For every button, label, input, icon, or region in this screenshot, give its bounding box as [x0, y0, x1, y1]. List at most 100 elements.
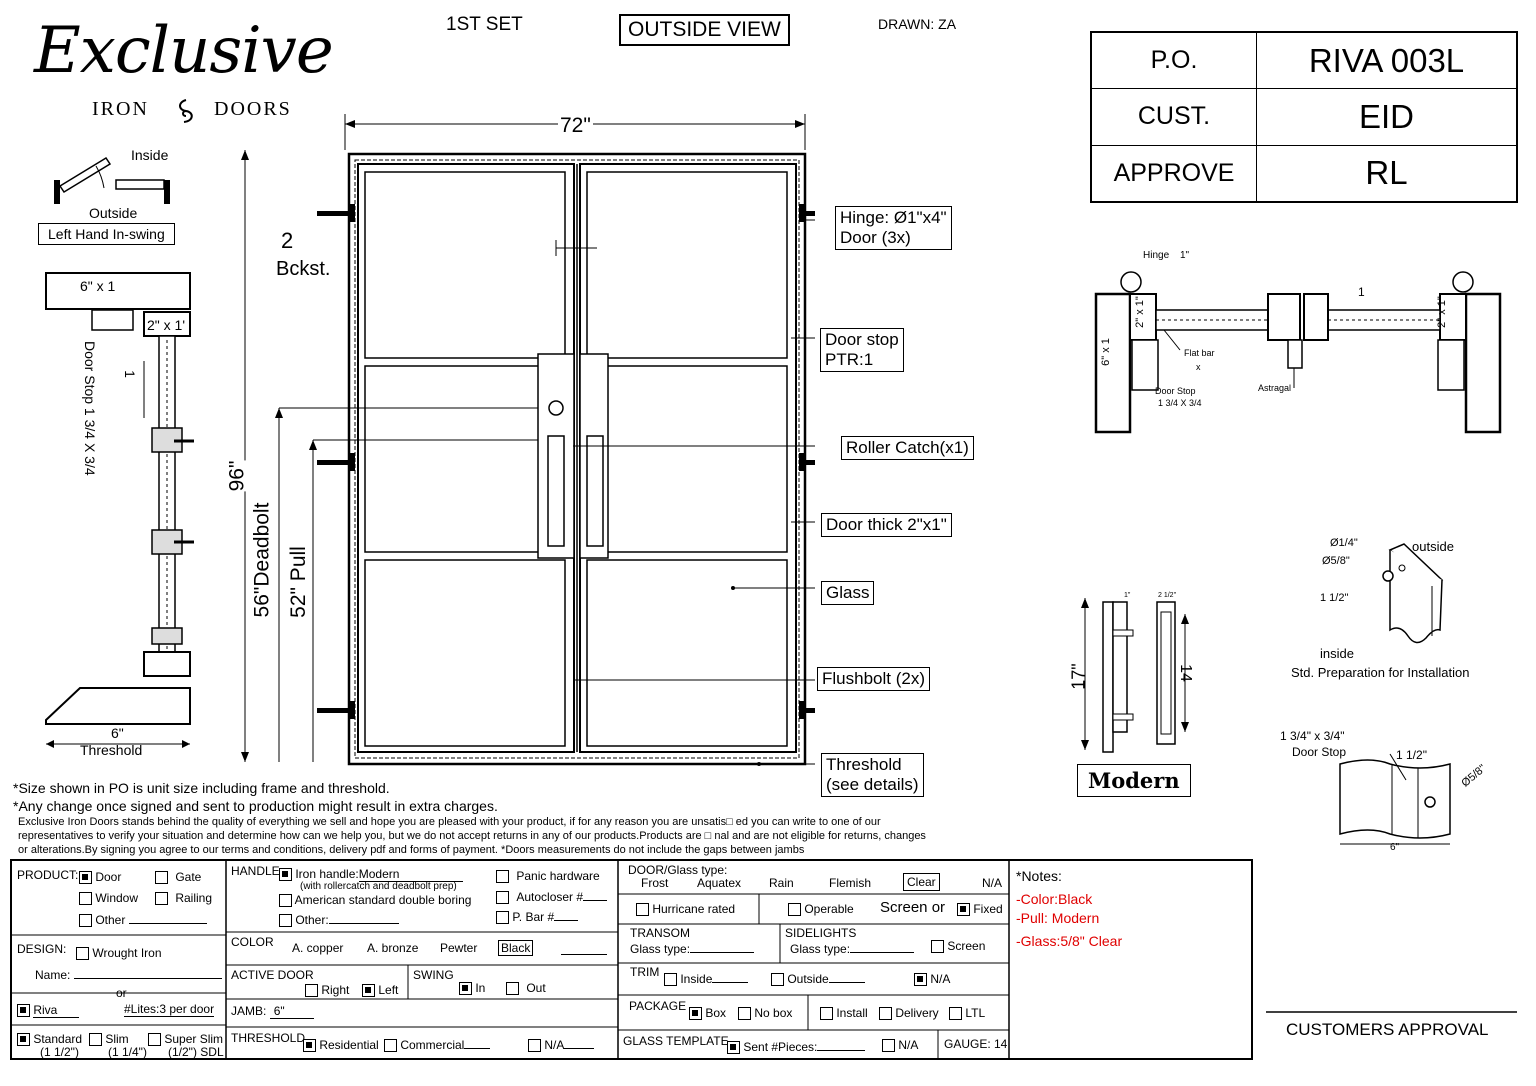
- operable-checkbox[interactable]: [788, 903, 801, 917]
- template-na-checkbox[interactable]: [882, 1039, 895, 1053]
- sent-pieces-checkbox[interactable]: [727, 1041, 740, 1055]
- standard-label: Standard: [33, 1032, 83, 1046]
- iron-handle-checkbox[interactable]: [279, 868, 292, 882]
- active-left-checkbox[interactable]: [362, 984, 375, 998]
- threshold-commercial[interactable]: Commercial: [384, 1038, 491, 1053]
- threshold-na[interactable]: N/A: [528, 1038, 595, 1053]
- standard-option[interactable]: Standard: [17, 1032, 83, 1047]
- trim-na-checkbox[interactable]: [914, 973, 927, 987]
- riva-checkbox[interactable]: [17, 1004, 30, 1018]
- super-slim-option[interactable]: Super Slim: [148, 1032, 223, 1047]
- wrought-iron-checkbox[interactable]: [76, 947, 89, 961]
- glass-frost[interactable]: Frost: [641, 876, 669, 890]
- glass-aquatex[interactable]: Aquatex: [697, 876, 742, 890]
- fixed[interactable]: Fixed: [957, 902, 1003, 917]
- commercial-checkbox[interactable]: [384, 1039, 397, 1053]
- handle-other[interactable]: Other:: [279, 913, 399, 928]
- threshold-na-checkbox[interactable]: [528, 1039, 541, 1053]
- design-riva[interactable]: Riva: [17, 1003, 80, 1018]
- product-window[interactable]: Window: [79, 891, 138, 906]
- super-slim-checkbox[interactable]: [148, 1033, 161, 1047]
- design-name-label: Name:: [35, 968, 71, 982]
- color-bronze[interactable]: A. bronze: [367, 941, 419, 955]
- transom-glass[interactable]: Glass type:: [630, 942, 755, 956]
- product-gate[interactable]: Gate: [155, 870, 201, 885]
- american-checkbox[interactable]: [279, 894, 292, 908]
- product-other[interactable]: Other: [79, 913, 208, 928]
- screen-option[interactable]: Screen: [931, 939, 985, 954]
- template-sent[interactable]: Sent #Pieces:: [727, 1040, 866, 1055]
- trim-inside-checkbox[interactable]: [664, 973, 677, 987]
- handle-other-checkbox[interactable]: [279, 914, 292, 928]
- swing-in[interactable]: In: [459, 981, 485, 996]
- active-right-checkbox[interactable]: [305, 984, 318, 998]
- handle-american[interactable]: American standard double boring: [279, 893, 471, 908]
- design-wrought-iron[interactable]: Wrought Iron: [76, 946, 162, 961]
- pbar-checkbox[interactable]: [496, 911, 509, 925]
- prep-detail: [1382, 543, 1444, 644]
- design-name[interactable]: Name:: [35, 968, 223, 982]
- residential-checkbox[interactable]: [303, 1039, 316, 1053]
- autocloser[interactable]: Autocloser #: [496, 890, 608, 905]
- trim-outside-checkbox[interactable]: [771, 973, 784, 987]
- commercial-label: Commercial: [400, 1038, 465, 1052]
- active-right[interactable]: Right: [305, 983, 349, 998]
- hurricane[interactable]: Hurricane rated: [636, 902, 735, 917]
- product-gate-checkbox[interactable]: [155, 871, 168, 885]
- panic-checkbox[interactable]: [496, 870, 509, 884]
- pbar[interactable]: P. Bar #: [496, 910, 579, 925]
- delivery-checkbox[interactable]: [879, 1007, 892, 1021]
- trim-outside[interactable]: Outside: [771, 972, 865, 987]
- plan-flat-bar-dim: x: [1196, 362, 1201, 372]
- product-other-checkbox[interactable]: [79, 914, 92, 928]
- handle-iron[interactable]: Iron handle:Modern: [279, 867, 463, 882]
- template-na[interactable]: N/A: [882, 1038, 918, 1053]
- glass-flemish[interactable]: Flemish: [829, 876, 872, 890]
- swing-out[interactable]: Out: [506, 981, 546, 996]
- product-railing-checkbox[interactable]: [155, 892, 168, 906]
- package-box[interactable]: Box: [689, 1006, 726, 1021]
- swing-in-checkbox[interactable]: [459, 982, 472, 996]
- active-left[interactable]: Left: [362, 983, 398, 998]
- swing-out-checkbox[interactable]: [506, 982, 519, 996]
- no-box-checkbox[interactable]: [738, 1007, 751, 1021]
- glass-clear[interactable]: Clear: [903, 873, 940, 891]
- product-door-checkbox[interactable]: [79, 871, 92, 885]
- install-label: Install: [836, 1006, 868, 1020]
- product-railing[interactable]: Railing: [155, 891, 212, 906]
- autocloser-checkbox[interactable]: [496, 891, 509, 905]
- sidelights-glass[interactable]: Glass type:: [790, 942, 915, 956]
- product-window-checkbox[interactable]: [79, 892, 92, 906]
- logo-sub-left: IRON: [92, 98, 149, 120]
- package-delivery[interactable]: Delivery: [879, 1006, 939, 1021]
- trim-inside[interactable]: Inside: [664, 972, 749, 987]
- flushbolt-callout: Flushbolt (2x): [817, 667, 930, 691]
- fixed-checkbox[interactable]: [957, 903, 970, 917]
- ltl-checkbox[interactable]: [949, 1007, 962, 1021]
- package-ltl[interactable]: LTL: [949, 1006, 985, 1021]
- product-door[interactable]: Door: [79, 870, 121, 885]
- package-no-box[interactable]: No box: [738, 1006, 792, 1021]
- trim-na[interactable]: N/A: [914, 972, 950, 987]
- fixed-label: Fixed: [973, 902, 1003, 916]
- glass-callout: Glass: [821, 581, 875, 605]
- slim-option[interactable]: Slim: [89, 1032, 129, 1047]
- threshold-residential[interactable]: Residential: [303, 1038, 379, 1053]
- screen-checkbox[interactable]: [931, 940, 944, 954]
- box-checkbox[interactable]: [689, 1007, 702, 1021]
- glass-na[interactable]: N/A: [982, 876, 1003, 890]
- operable[interactable]: Operable: [788, 902, 854, 917]
- install-checkbox[interactable]: [820, 1007, 833, 1021]
- jamb-field[interactable]: JAMB: 6": [231, 1004, 314, 1019]
- color-copper[interactable]: A. copper: [292, 941, 344, 955]
- color-black[interactable]: Black: [498, 940, 534, 956]
- glass-rain[interactable]: Rain: [769, 876, 794, 890]
- color-pewter[interactable]: Pewter: [440, 941, 478, 955]
- trim-label: TRIM: [630, 965, 660, 979]
- slim-checkbox[interactable]: [89, 1033, 102, 1047]
- standard-checkbox[interactable]: [17, 1033, 30, 1047]
- package-install[interactable]: Install: [820, 1006, 868, 1021]
- disclaimer-1: Exclusive Iron Doors stands behind the q…: [18, 816, 881, 828]
- hurricane-checkbox[interactable]: [636, 903, 649, 917]
- panic-hardware[interactable]: Panic hardware: [496, 869, 600, 884]
